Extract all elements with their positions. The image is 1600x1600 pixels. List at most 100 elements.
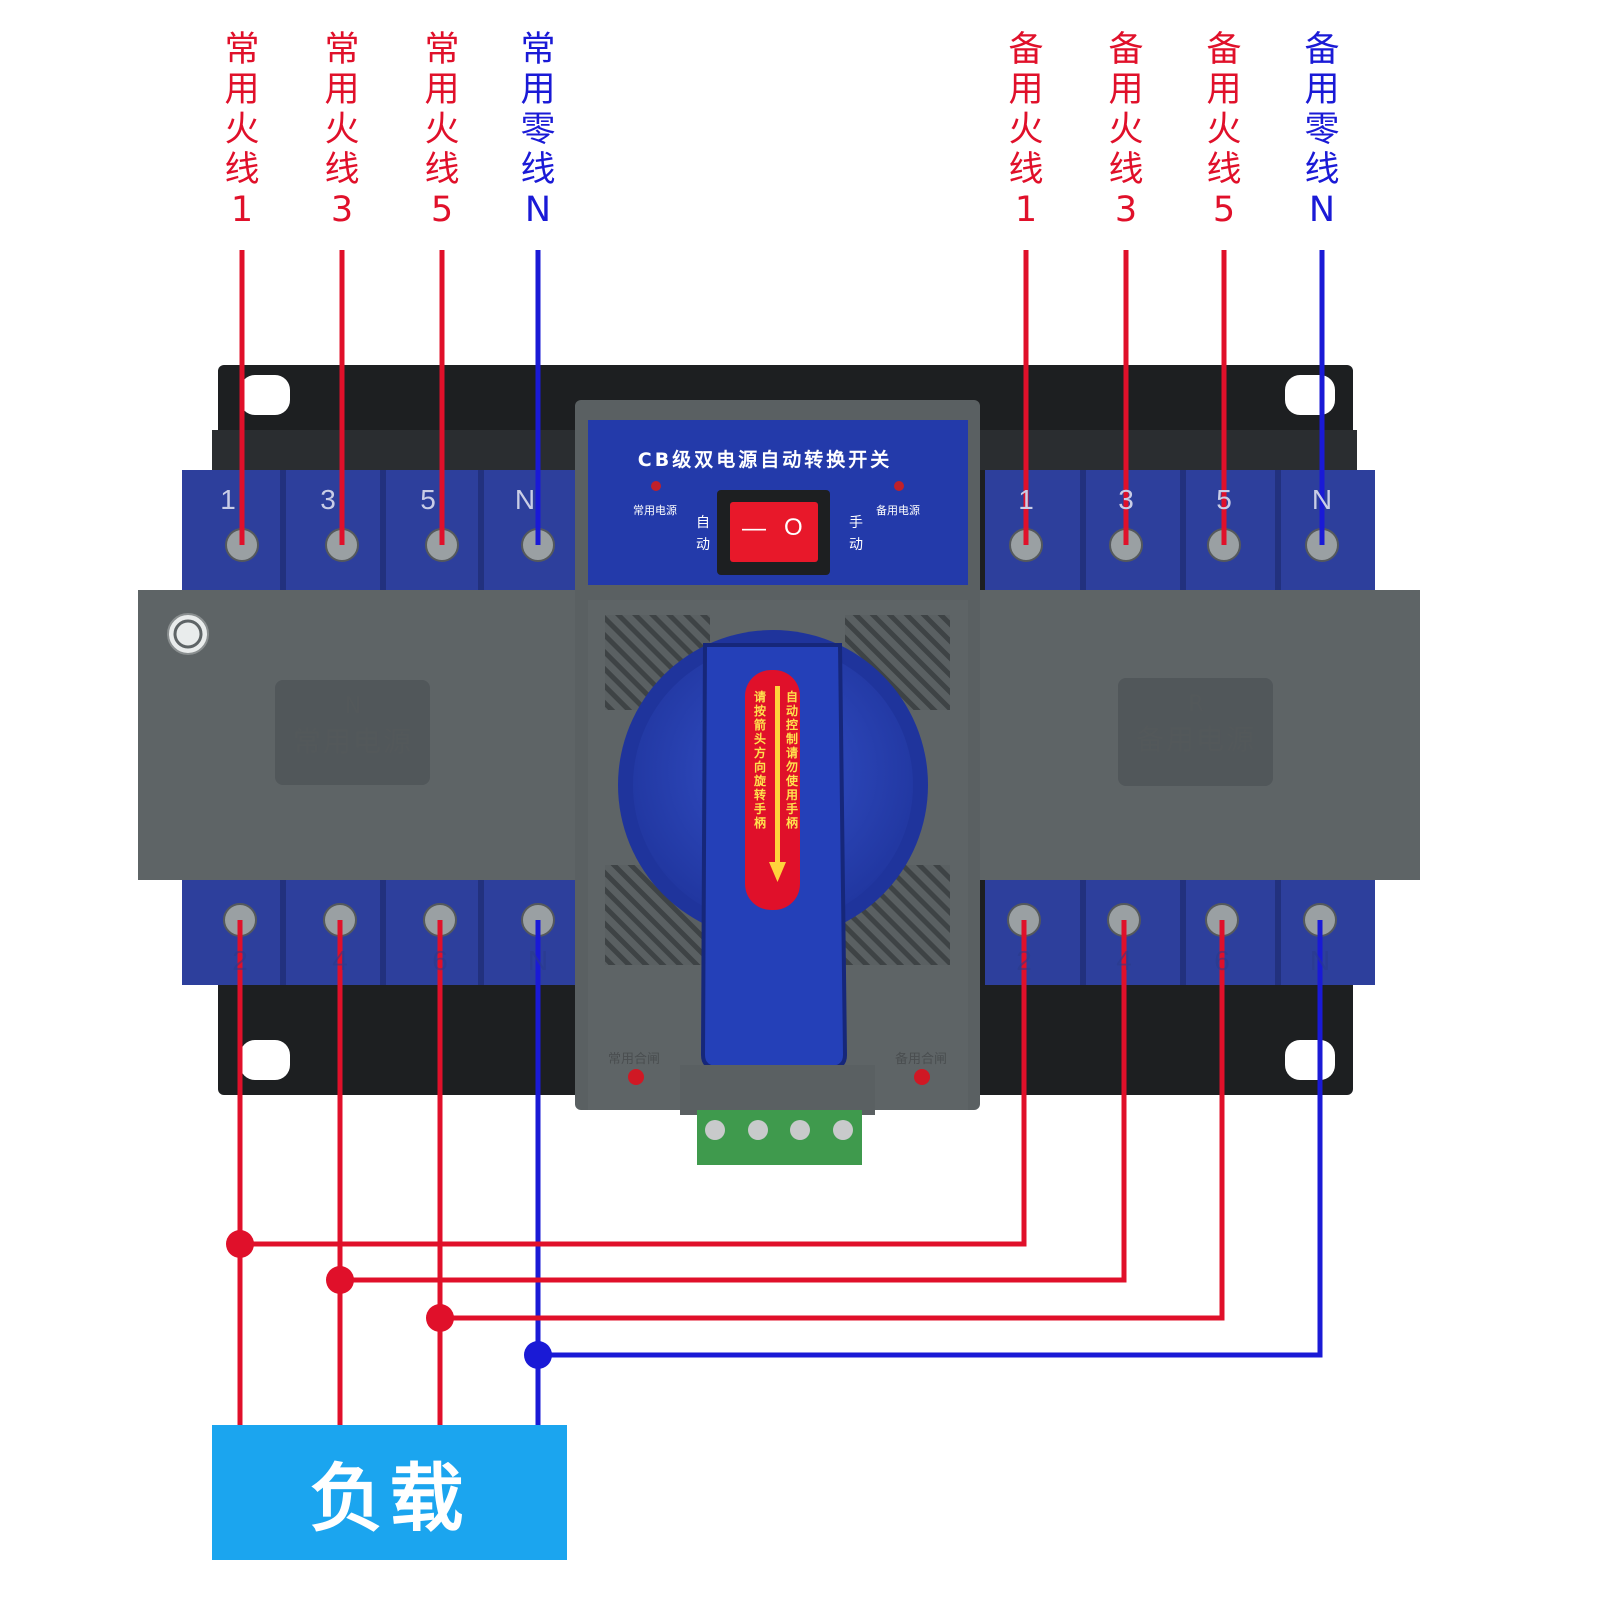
label-char: 3 (330, 190, 354, 230)
mode-char: 动 (696, 537, 710, 553)
label-char: 备 (1304, 30, 1340, 70)
terminal-number: 4 (332, 945, 348, 976)
output-wires (237, 920, 1323, 1425)
wire-label-normal-l3: 常 用 火 线 3 (312, 30, 372, 230)
label-char: 用 (224, 70, 260, 110)
label-char: 常 (424, 30, 460, 70)
terminal-number: N (514, 484, 536, 515)
handle-char: 箭 (753, 718, 766, 732)
label-char: 线 (1008, 150, 1044, 190)
mode-rocker-switch[interactable] (717, 490, 830, 575)
label-char: 用 (520, 70, 556, 110)
normal-panel-plate (275, 680, 430, 785)
handle-arrow-head (769, 862, 786, 882)
label-char: 用 (424, 70, 460, 110)
terminal-number: N (527, 945, 549, 976)
wire-label-standby-l5: 备 用 火 线 5 (1194, 30, 1254, 230)
label-char: 线 (1304, 150, 1340, 190)
label-char: 1 (230, 190, 254, 230)
upper-terminal-block-standby (985, 470, 1375, 590)
standby-closed-label: 备用合闸 (895, 1052, 948, 1067)
label-char: 备 (1108, 30, 1144, 70)
handle-char: 按 (753, 704, 766, 718)
mode-char: 手 (849, 515, 863, 531)
terminal-number: 5 (420, 484, 436, 515)
handle-char: 向 (753, 760, 766, 774)
label-char: 零 (1304, 110, 1340, 150)
terminal-number: 6 (1214, 945, 1230, 976)
handle-char: 柄 (753, 816, 766, 830)
led-standby-closed (914, 1069, 930, 1085)
terminal-number: 3 (320, 484, 336, 515)
label-char: 火 (1108, 110, 1144, 150)
label-char: 用 (324, 70, 360, 110)
label-char: 用 (1108, 70, 1144, 110)
label-char: 常 (224, 30, 260, 70)
terminal-number: 1 (220, 484, 236, 515)
terminal-number: 3 (1118, 484, 1134, 515)
panel-name: 常用电源 (292, 725, 413, 758)
label-char: 线 (1108, 150, 1144, 190)
terminal-number: 5 (1216, 484, 1232, 515)
load-box: 负载 (212, 1425, 567, 1560)
handle-char: 方 (753, 746, 766, 760)
handle-char: 转 (753, 788, 766, 802)
panel-code: R (1188, 692, 1204, 717)
handle-arrow-line (775, 686, 780, 866)
label-char: 3 (1114, 190, 1138, 230)
label-char: 5 (1212, 190, 1236, 230)
label-char: 用 (1008, 70, 1044, 110)
label-char: 备 (1206, 30, 1242, 70)
label-char: 常 (520, 30, 556, 70)
handle-char: 旋 (753, 774, 766, 788)
product-title: CB级双电源自动转换开关 (637, 449, 893, 471)
led-normal-closed (628, 1069, 644, 1085)
terminal-number: 2 (1016, 945, 1032, 976)
handle-char: 头 (753, 732, 766, 746)
handle-char: 请 (785, 746, 798, 760)
normal-source-label: N 常用电源 (278, 692, 428, 762)
label-char: 火 (1206, 110, 1242, 150)
label-char: 常 (324, 30, 360, 70)
label-char: 线 (324, 150, 360, 190)
mode-char: 动 (849, 537, 863, 553)
label-char: 备 (1008, 30, 1044, 70)
terminal-number: N (1311, 484, 1333, 515)
terminal-number: 1 (1018, 484, 1034, 515)
handle-char: 用 (785, 788, 798, 802)
label-char: 线 (224, 150, 260, 190)
indicator-led-normal (651, 481, 661, 491)
handle-char: 请 (753, 690, 766, 704)
handle-char: 手 (785, 802, 798, 816)
wire-label-normal-n: 常 用 零 线 N (508, 30, 568, 230)
control-terminal-block (680, 1065, 875, 1165)
panel-name: 备用电源 (1135, 723, 1256, 756)
terminal-number: N (1309, 945, 1331, 976)
lower-terminal-block-normal (182, 880, 580, 985)
handle-instruction-right: 自 动 控 制 请 勿 使 用 手 柄 (783, 690, 801, 830)
label-char: 火 (224, 110, 260, 150)
handle-char: 柄 (785, 816, 798, 830)
indicator-label-normal: 常用电源 (633, 504, 677, 517)
switch-off-symbol: O (784, 514, 803, 541)
normal-closed-label: 常用合闸 (608, 1052, 661, 1067)
incoming-wires (239, 250, 1325, 545)
panel-code: N (344, 694, 362, 719)
terminal-number: 6 (432, 945, 448, 976)
handle-char: 自 (785, 690, 798, 704)
label-char: 线 (424, 150, 460, 190)
switch-on-symbol: — (742, 515, 766, 542)
handle-char: 勿 (785, 760, 798, 774)
mode-char: 自 (696, 515, 710, 531)
load-label: 负载 (309, 1456, 470, 1542)
rotary-handle[interactable] (618, 630, 928, 1070)
label-char: 零 (520, 110, 556, 150)
label-char: 5 (430, 190, 454, 230)
handle-char: 手 (753, 802, 766, 816)
label-char: 火 (424, 110, 460, 150)
ccc-logo (167, 613, 209, 655)
label-char: 火 (324, 110, 360, 150)
terminal-number: 4 (1116, 945, 1132, 976)
junction-dots (226, 1230, 552, 1369)
